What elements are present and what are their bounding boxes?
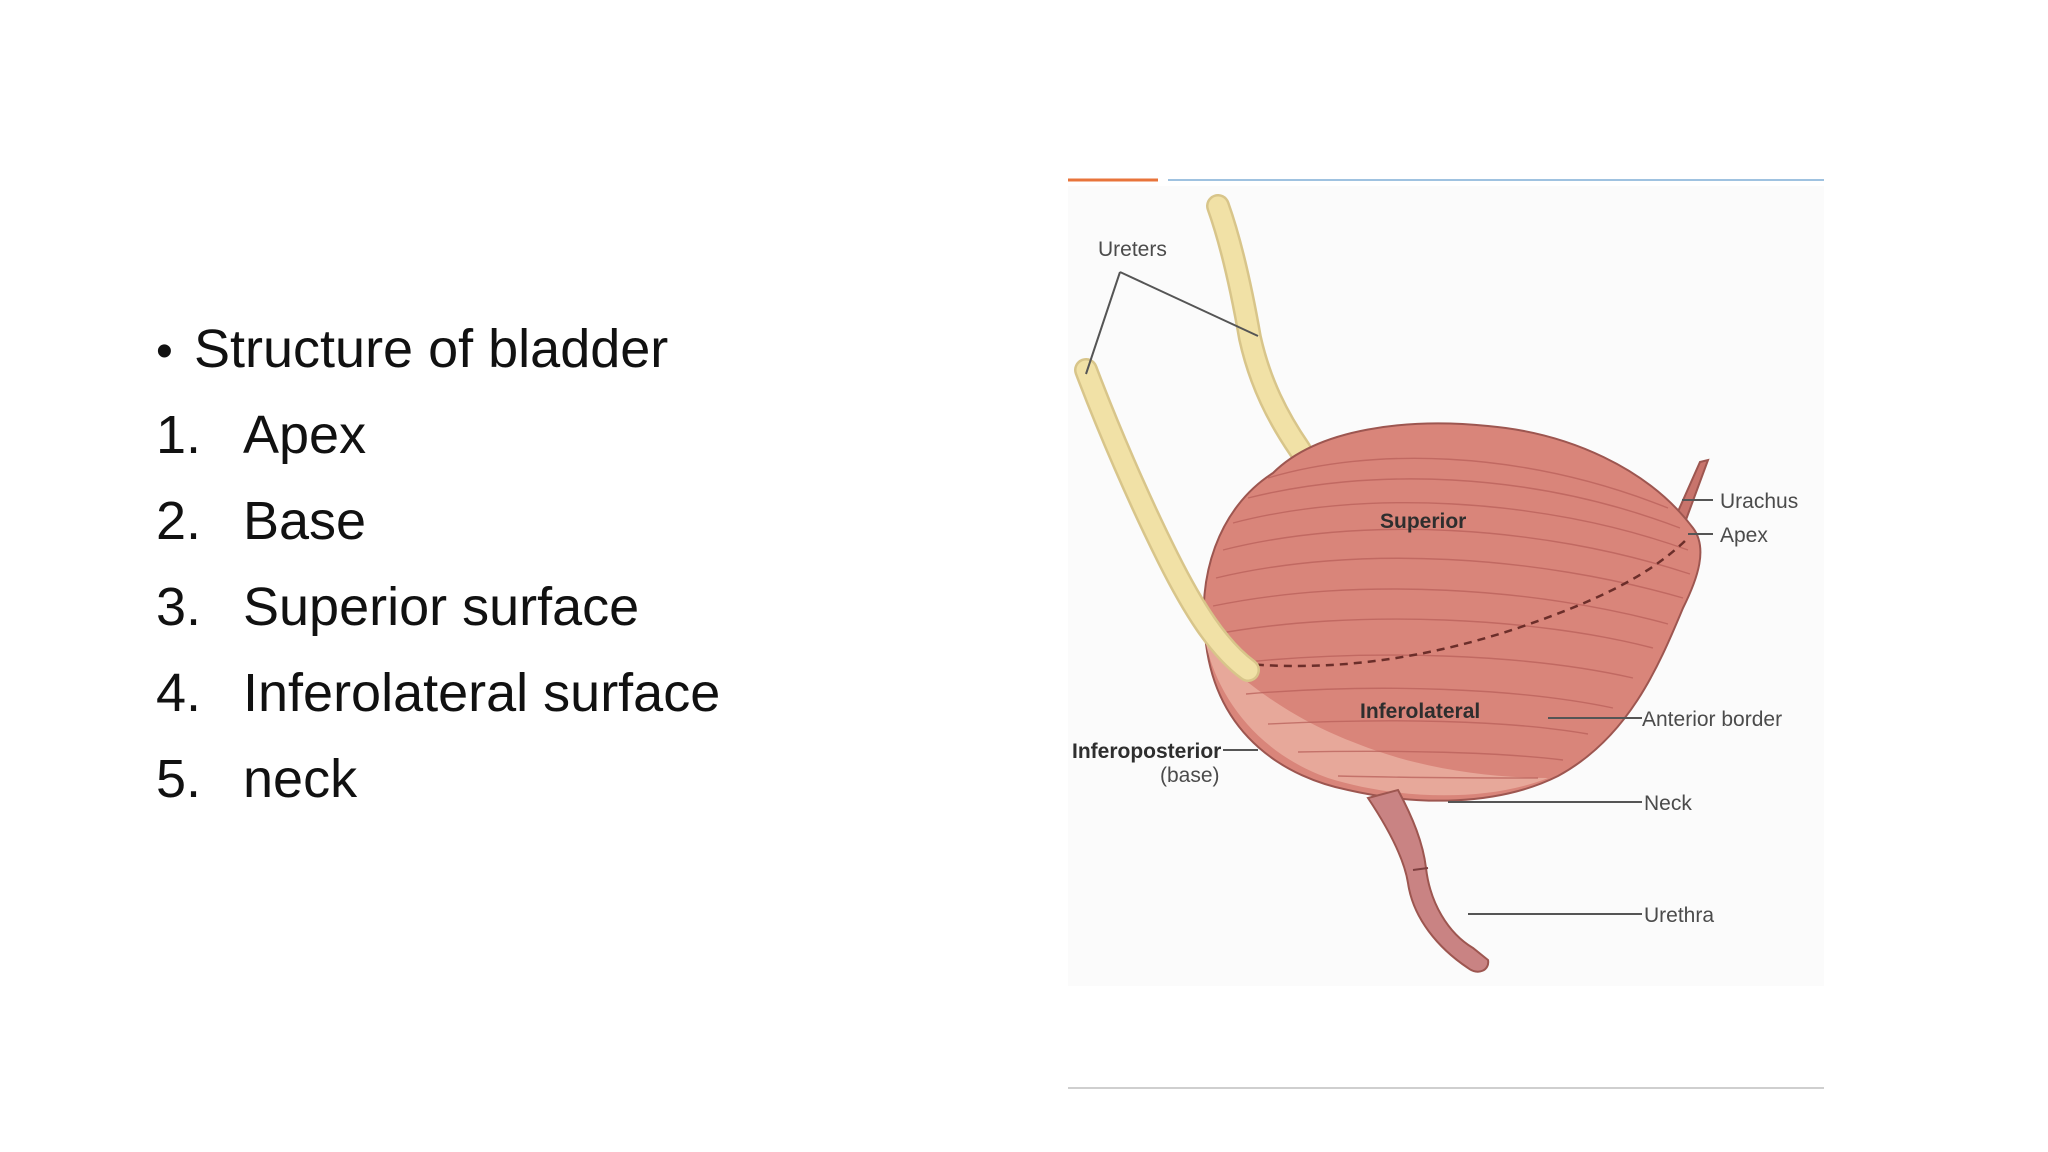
label-superior: Superior: [1380, 510, 1466, 533]
label-urethra: Urethra: [1644, 904, 1714, 927]
bladder-figure: Ureters Urachus Apex Superior Inferolate…: [1068, 178, 1824, 1090]
list-item-number: 3.: [156, 577, 202, 637]
bladder-base-band: [1206, 644, 1548, 796]
bladder-body: [1202, 422, 1702, 802]
leader-lines: [1085, 271, 1713, 915]
bullet-dot-icon: •: [156, 325, 173, 378]
ureter-right: [1208, 196, 1310, 460]
anterior-border-dashed-line: [1227, 537, 1689, 668]
ureter-left: [1076, 360, 1258, 680]
label-inferoposterior: Inferoposterior: [1072, 740, 1221, 763]
urethra: [1366, 788, 1490, 973]
bullet-heading-text: Structure of bladder: [194, 319, 669, 379]
label-apex: Apex: [1720, 524, 1768, 547]
label-neck: Neck: [1644, 792, 1692, 815]
list-item-label: Superior surface: [243, 577, 640, 637]
slide-text: • Structure of bladder 1. Apex 2. Base 3…: [156, 306, 916, 822]
bladder-diagram: Ureters Urachus Apex Superior Inferolate…: [1068, 178, 1824, 1089]
list-item: 5. neck: [156, 736, 916, 822]
list-item-label: Apex: [243, 405, 367, 465]
label-anterior-border: Anterior border: [1642, 708, 1782, 731]
list-item-number: 1.: [156, 405, 202, 465]
list-item: 2. Base: [156, 478, 916, 564]
list-item-number: 4.: [156, 663, 202, 723]
list-item-label: Inferolateral surface: [243, 663, 721, 723]
list-item-label: Base: [243, 491, 367, 551]
label-inferolateral: Inferolateral: [1360, 700, 1480, 723]
list-item-label: neck: [243, 749, 358, 809]
urethra-ring: [1412, 867, 1429, 871]
list-item: 4. Inferolateral surface: [156, 650, 916, 736]
label-ureters: Ureters: [1098, 238, 1167, 261]
list-item: 3. Superior surface: [156, 564, 916, 650]
list-item-number: 2.: [156, 491, 202, 551]
bullet-heading: • Structure of bladder: [156, 306, 916, 392]
muscle-fibres: [1212, 457, 1691, 779]
list-item: 1. Apex: [156, 392, 916, 478]
label-urachus: Urachus: [1720, 490, 1798, 513]
label-base: (base): [1160, 764, 1220, 787]
list-item-number: 5.: [156, 749, 202, 809]
